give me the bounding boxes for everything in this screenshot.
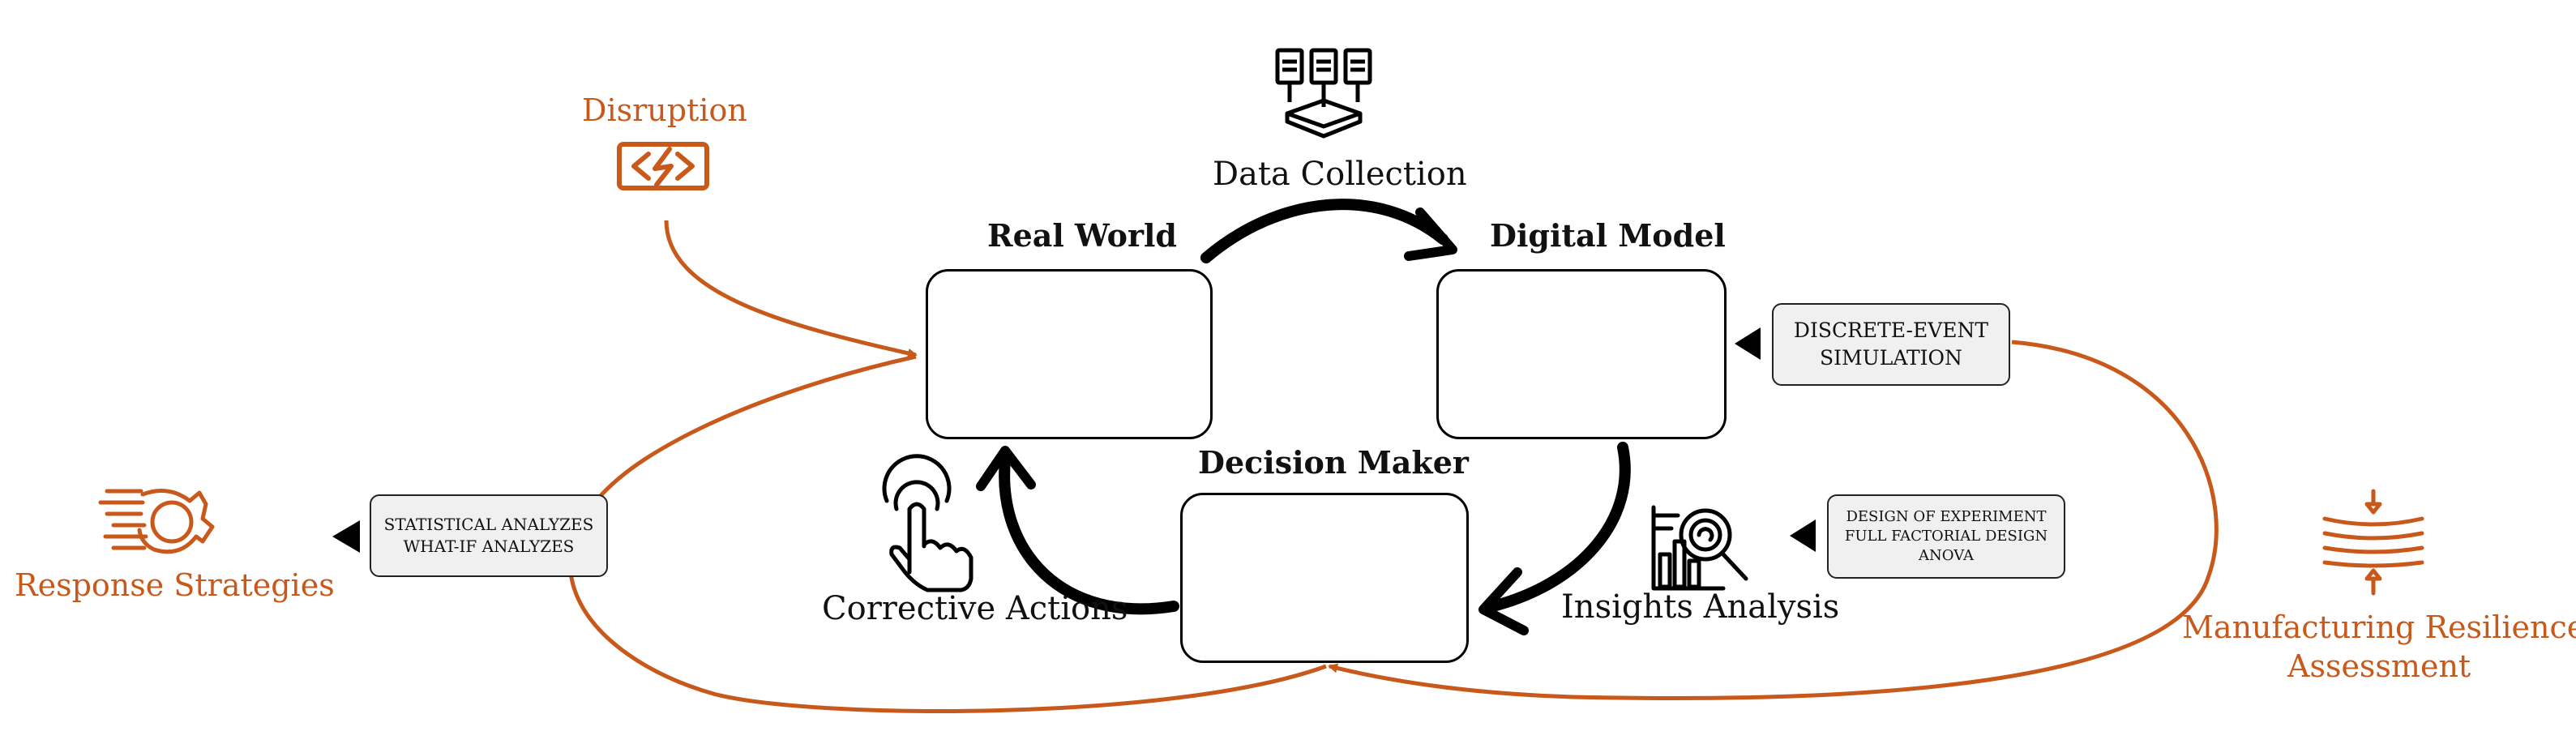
stats-pointer (332, 520, 360, 553)
stats-note: STATISTICAL ANALYZES WHAT-IF ANALYZES (370, 494, 608, 577)
data-collection-arrowhead (1404, 207, 1457, 261)
des-note-line: SIMULATION (1820, 346, 1962, 370)
response-loop-connector (568, 354, 1327, 713)
insights-analysis-label: Insights Analysis (1561, 588, 1840, 626)
insights-arrow (1487, 442, 1631, 612)
doe-note-line: DESIGN OF EXPERIMENT (1846, 507, 2047, 525)
stats-note-line: WHAT-IF ANALYZES (403, 537, 575, 556)
des-note-line: DISCRETE-EVENT (1793, 319, 1989, 343)
hand-touch-icon (882, 454, 973, 592)
response-strategies-label: Response Strategies (15, 567, 335, 603)
corrective-arrow (999, 455, 1179, 615)
resilience-icon (2322, 489, 2424, 596)
insights-arrowhead (1478, 567, 1529, 635)
doe-note-line: ANOVA (1919, 547, 1974, 565)
insights-chart-icon (1651, 505, 1748, 591)
data-collection-label: Data Collection (1213, 156, 1467, 193)
disruption-connector (664, 220, 918, 358)
data-collection-icon (1275, 48, 1372, 139)
real-world-node (926, 269, 1213, 439)
digital-model-node (1436, 269, 1727, 439)
real-world-label: Real World (987, 217, 1177, 254)
doe-note-line: FULL FACTORIAL DESIGN (1844, 527, 2048, 545)
resilience-label-line1: Manufacturing Resilience (2182, 609, 2576, 645)
data-collection-arrow (1200, 199, 1448, 263)
disruption-icon (617, 142, 709, 190)
des-note: DISCRETE-EVENT SIMULATION (1772, 303, 2010, 386)
corrective-actions-label: Corrective Actions (822, 590, 1128, 627)
digital-model-label: Digital Model (1490, 217, 1726, 254)
resilience-label-line2: Assessment (2287, 648, 2471, 684)
response-gear-icon (98, 489, 215, 554)
disruption-label: Disruption (582, 92, 747, 128)
decision-maker-node (1180, 493, 1469, 663)
decision-maker-label: Decision Maker (1198, 444, 1469, 481)
des-pointer (1735, 327, 1761, 360)
corrective-arrowhead (976, 446, 1036, 491)
doe-pointer (1790, 520, 1816, 552)
doe-note: DESIGN OF EXPERIMENT FULL FACTORIAL DESI… (1827, 494, 2065, 579)
resilience-loop-connector (1328, 340, 2219, 700)
stats-note-line: STATISTICAL ANALYZES (383, 515, 594, 534)
